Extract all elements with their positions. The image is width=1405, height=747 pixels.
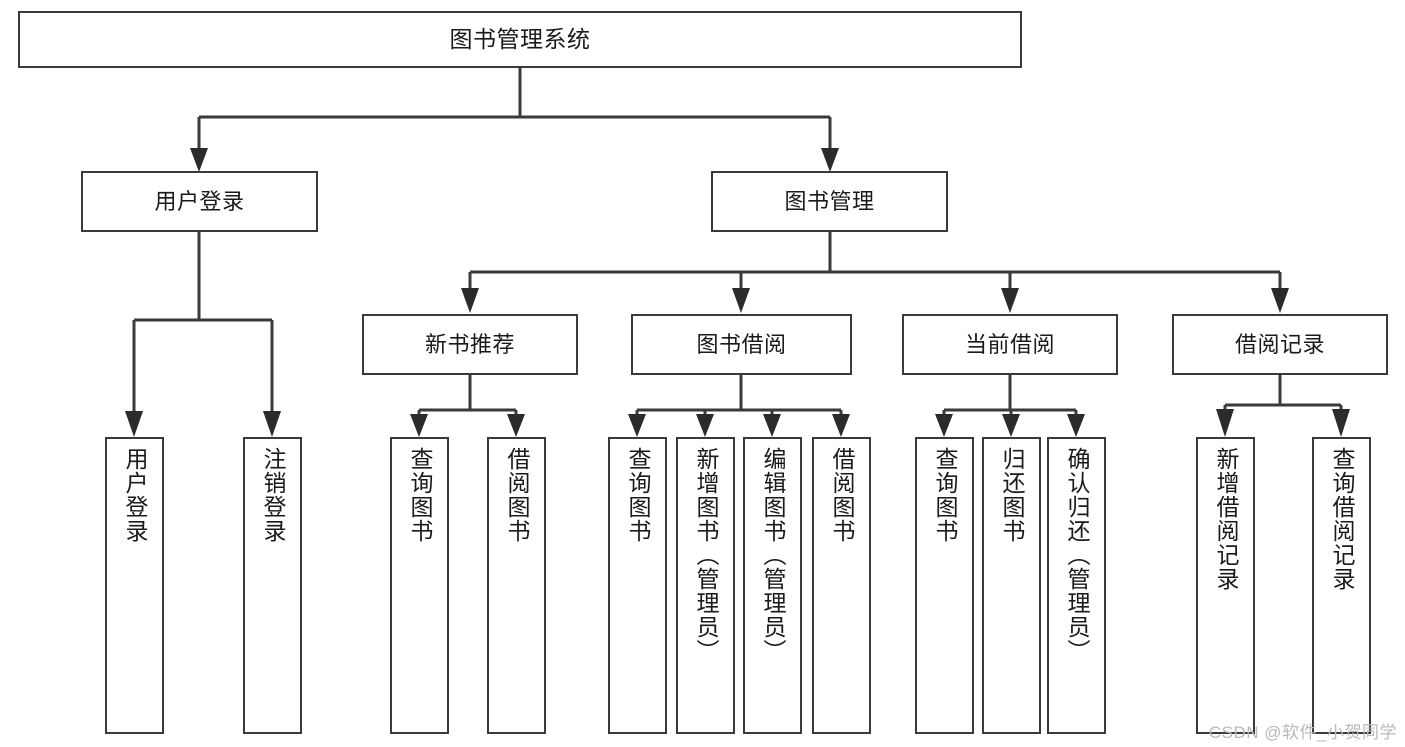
- leaf-book-borrow-add-book[interactable]: 新增图书（管理员）: [676, 437, 735, 734]
- leaf-user-login-login[interactable]: 用户登录: [105, 437, 164, 734]
- node-book-management[interactable]: 图书管理: [711, 171, 948, 232]
- leaf-new-book-query-book[interactable]: 查询图书: [390, 437, 449, 734]
- arrow-book-borrow: [732, 288, 750, 313]
- node-borrow-record[interactable]: 借阅记录: [1172, 314, 1388, 375]
- leaf-book-borrow-edit-book[interactable]: 编辑图书（管理员）: [743, 437, 802, 734]
- node-label: 借阅图书: [504, 447, 530, 543]
- leaf-current-borrow-return-book[interactable]: 归还图书: [982, 437, 1041, 734]
- node-book-borrow[interactable]: 图书借阅: [631, 314, 852, 375]
- node-book-management-system[interactable]: 图书管理系统: [18, 11, 1022, 68]
- node-label: 图书管理: [784, 188, 875, 214]
- watermark-text: CSDN @软件_小贺同学: [1208, 723, 1397, 742]
- node-label: 查询图书: [932, 447, 958, 543]
- arrow-user-login-leaf-1: [125, 411, 143, 437]
- arrow-user-login: [190, 148, 208, 172]
- arrow-current-borrow: [1001, 288, 1019, 313]
- node-user-login[interactable]: 用户登录: [81, 171, 318, 232]
- node-new-book-recommend[interactable]: 新书推荐: [362, 314, 578, 375]
- arrow-book-borrow-leaf-4: [832, 414, 850, 437]
- arrow-new-book-leaf-2: [507, 414, 525, 437]
- node-label: 归还图书: [999, 447, 1025, 543]
- leaf-user-login-logout[interactable]: 注销登录: [243, 437, 302, 734]
- arrow-borrow-record-leaf-1: [1216, 409, 1234, 437]
- arrow-book-borrow-leaf-3: [763, 414, 781, 437]
- node-label: 新增借阅记录: [1213, 447, 1239, 591]
- node-label: 确认归还（管理员）: [1064, 447, 1090, 663]
- leaf-current-borrow-query-book[interactable]: 查询图书: [915, 437, 974, 734]
- arrow-book-borrow-leaf-1: [628, 414, 646, 437]
- arrow-current-borrow-leaf-1: [935, 414, 953, 437]
- node-current-borrow[interactable]: 当前借阅: [902, 314, 1118, 375]
- node-label: 借阅图书: [829, 447, 855, 543]
- node-label: 用户登录: [122, 447, 148, 543]
- leaf-book-borrow-query-book[interactable]: 查询图书: [608, 437, 667, 734]
- arrow-borrow-record-leaf-2: [1332, 409, 1350, 437]
- arrow-current-borrow-leaf-3: [1067, 414, 1085, 437]
- arrow-new-book: [461, 288, 479, 313]
- node-label: 查询图书: [407, 447, 433, 543]
- arrow-book-borrow-leaf-2: [696, 414, 714, 437]
- arrow-book-manage: [821, 148, 839, 172]
- node-label: 查询借阅记录: [1329, 447, 1355, 591]
- node-label: 注销登录: [260, 447, 286, 543]
- node-label: 新书推荐: [424, 331, 515, 357]
- arrow-new-book-leaf-1: [410, 414, 428, 437]
- leaf-borrow-record-query-record[interactable]: 查询借阅记录: [1312, 437, 1371, 734]
- node-label: 查询图书: [625, 447, 651, 543]
- leaf-borrow-record-add-record[interactable]: 新增借阅记录: [1196, 437, 1255, 734]
- node-label: 编辑图书（管理员）: [760, 447, 786, 663]
- node-label: 用户登录: [154, 188, 245, 214]
- node-label: 图书管理系统: [449, 26, 591, 53]
- leaf-current-borrow-confirm-return[interactable]: 确认归还（管理员）: [1047, 437, 1106, 734]
- leaf-book-borrow-borrow-book[interactable]: 借阅图书: [812, 437, 871, 734]
- arrow-borrow-record: [1271, 288, 1289, 313]
- arrow-user-login-leaf-2: [263, 411, 281, 437]
- arrow-current-borrow-leaf-2: [1002, 414, 1020, 437]
- node-label: 当前借阅: [964, 331, 1055, 357]
- leaf-new-book-borrow-book[interactable]: 借阅图书: [487, 437, 546, 734]
- node-label: 图书借阅: [696, 331, 787, 357]
- node-label: 借阅记录: [1234, 331, 1325, 357]
- node-label: 新增图书（管理员）: [693, 447, 719, 663]
